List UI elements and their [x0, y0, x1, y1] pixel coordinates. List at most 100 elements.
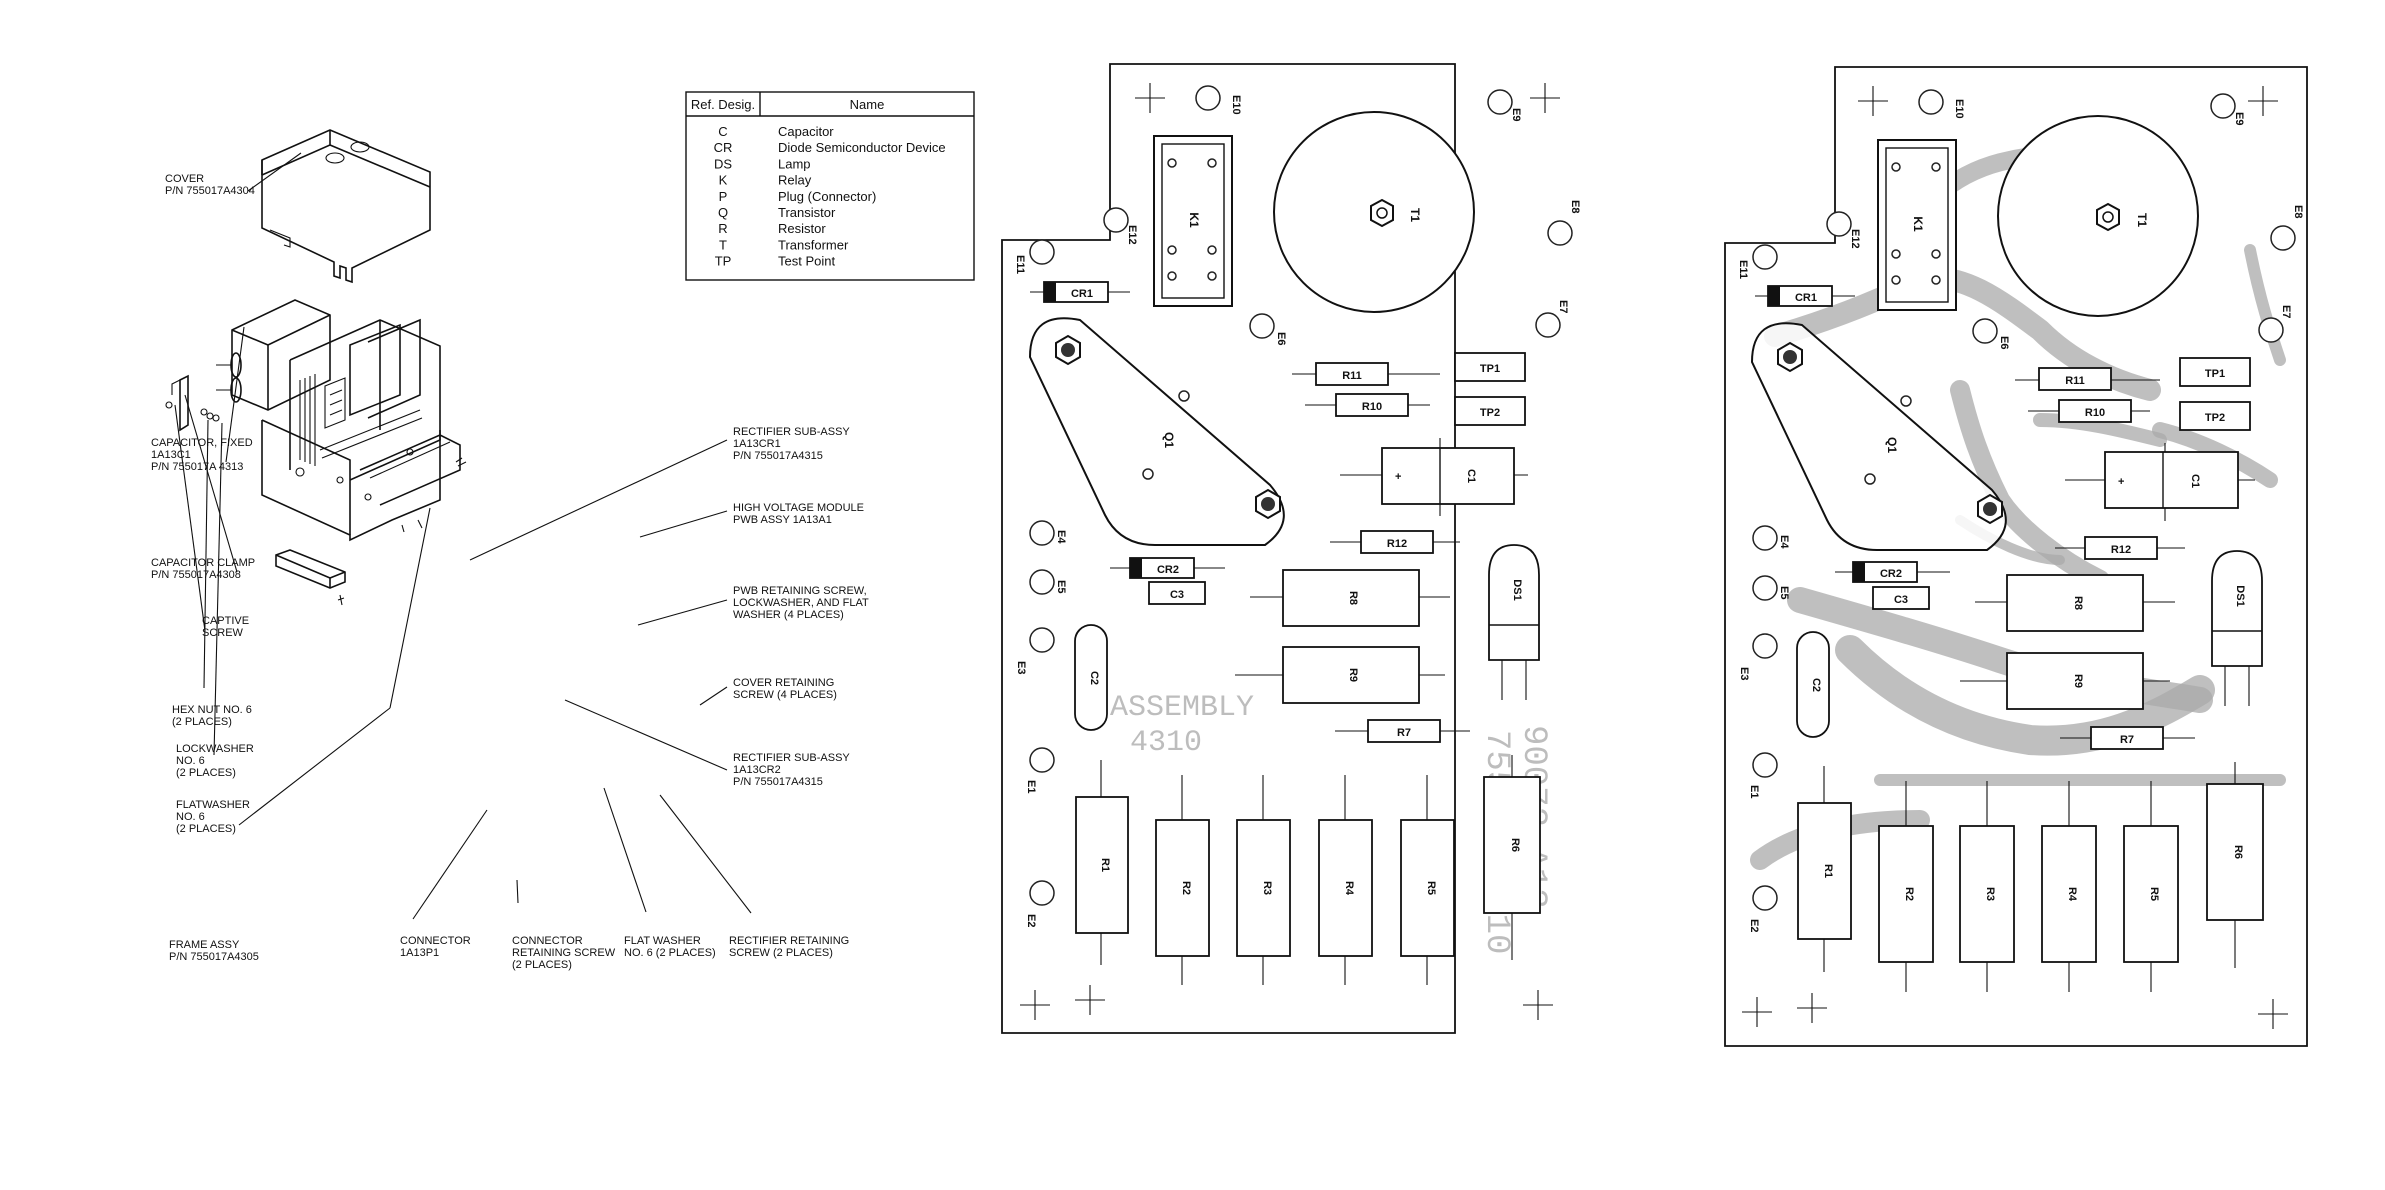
svg-text:R8: R8: [2072, 596, 2084, 610]
svg-text:CR2: CR2: [1157, 564, 1179, 576]
diode-cr2-b2: CR2: [1835, 561, 1950, 583]
capacitor-c1-b2: + C1: [2065, 443, 2255, 521]
resistor-r8: R8: [1250, 569, 1450, 627]
resistor-r5: R5: [1400, 775, 1455, 985]
svg-text:R1: R1: [1099, 858, 1111, 872]
connector-part: [275, 549, 346, 589]
svg-text:R9: R9: [1347, 668, 1359, 682]
resistor-r2-b2: R2: [1878, 781, 1934, 992]
resistor-r3-b2: R3: [1959, 781, 2015, 992]
resistor-r6-b2: R6: [2206, 762, 2264, 968]
transformer-t1: T1: [1273, 111, 1475, 313]
svg-text:E3: E3: [1738, 667, 1750, 680]
svg-text:Q1: Q1: [1162, 432, 1176, 448]
svg-text:R7: R7: [2120, 734, 2134, 746]
svg-text:TP1: TP1: [2205, 368, 2225, 380]
capacitor-c1: + C1: [1340, 438, 1528, 516]
svg-text:E9: E9: [2233, 112, 2245, 125]
svg-text:E11: E11: [1737, 260, 1749, 279]
svg-text:E2: E2: [1025, 914, 1037, 927]
svg-text:E4: E4: [1778, 535, 1790, 549]
mounting-crosshairs-2: [1742, 86, 2288, 1029]
resistor-r7: R7: [1335, 719, 1470, 743]
mounting-crosshairs: [1020, 83, 1560, 1020]
table-cell-ref: T: [719, 237, 727, 252]
svg-text:C3: C3: [1894, 594, 1908, 606]
resistor-r1: R1: [1075, 760, 1129, 965]
resistor-r10-b2: R10: [2028, 399, 2150, 423]
resistor-r10: R10: [1305, 393, 1430, 417]
test-point-tp1: TP1: [1454, 352, 1526, 382]
table-cell-name: Capacitor: [778, 124, 834, 139]
svg-text:K1: K1: [1911, 216, 1925, 232]
svg-text:E12: E12: [1126, 225, 1138, 245]
svg-text:R5: R5: [1425, 881, 1437, 895]
resistor-r6: R6: [1483, 755, 1541, 960]
svg-text:R12: R12: [2111, 544, 2131, 556]
svg-text:C3: C3: [1170, 589, 1184, 601]
svg-text:R1: R1: [1822, 864, 1834, 878]
svg-text:R12: R12: [1387, 538, 1407, 550]
svg-text:R6: R6: [2232, 845, 2244, 859]
svg-text:R2: R2: [1180, 881, 1192, 895]
svg-text:R2: R2: [1903, 887, 1915, 901]
table-cell-ref: P: [719, 189, 728, 204]
svg-text:HEX NUT NO. 6(2 PLACES): HEX NUT NO. 6(2 PLACES): [172, 704, 252, 728]
frame-part: [261, 318, 461, 542]
table-cell-name: Resistor: [778, 221, 826, 236]
svg-text:E3: E3: [1015, 661, 1027, 674]
svg-text:R4: R4: [2066, 887, 2078, 902]
svg-text:R3: R3: [1261, 881, 1273, 895]
svg-text:DS1: DS1: [1511, 579, 1523, 600]
table-cell-ref: R: [718, 221, 727, 236]
resistor-r4: R4: [1318, 775, 1373, 985]
relay-k1: K1: [1153, 135, 1233, 307]
svg-text:CR2: CR2: [1880, 568, 1902, 580]
svg-text:R5: R5: [2148, 887, 2160, 901]
svg-text:E11: E11: [1014, 255, 1026, 274]
svg-text:C2: C2: [1088, 671, 1100, 685]
svg-text:E6: E6: [1998, 336, 2010, 349]
svg-text:E6: E6: [1275, 332, 1287, 345]
capacitor-c2: C2: [1074, 624, 1108, 731]
lamp-ds1: DS1: [1488, 544, 1540, 700]
pwb-component-layout: 90072 A13 755017A4310 ASSEMBLY 4310 K1 T…: [1001, 63, 1581, 1034]
svg-text:PWB RETAINING SCREW,LOCKWASHER: PWB RETAINING SCREW,LOCKWASHER, AND FLAT…: [733, 585, 869, 621]
transistor-q1-b2: Q1: [1750, 322, 2007, 551]
table-cell-ref: Q: [718, 205, 728, 220]
svg-text:R6: R6: [1509, 838, 1521, 852]
svg-text:E4: E4: [1055, 530, 1067, 544]
resistor-r3: R3: [1236, 775, 1291, 985]
svg-text:4310: 4310: [1130, 726, 1202, 760]
diode-cr2: CR2: [1110, 557, 1225, 579]
relay-k1-b2: K1: [1877, 139, 1957, 311]
svg-text:R11: R11: [1342, 370, 1362, 382]
capacitor-part: [216, 299, 331, 411]
table-cell-name: Lamp: [778, 156, 811, 171]
resistor-r12-b2: R12: [2055, 536, 2185, 560]
test-point-tp2: TP2: [1454, 396, 1526, 426]
svg-text:E8: E8: [1569, 200, 1581, 213]
resistor-r2: R2: [1155, 775, 1210, 985]
svg-text:R8: R8: [1347, 591, 1359, 605]
svg-text:R11: R11: [2065, 375, 2085, 387]
svg-text:E2: E2: [1748, 919, 1760, 932]
table-cell-ref: CR: [714, 140, 733, 155]
table-header-name: Name: [850, 97, 885, 112]
svg-text:E7: E7: [1557, 300, 1569, 313]
svg-text:ASSEMBLY: ASSEMBLY: [1110, 691, 1254, 725]
transformer-t1-b2: T1: [1997, 115, 2199, 317]
